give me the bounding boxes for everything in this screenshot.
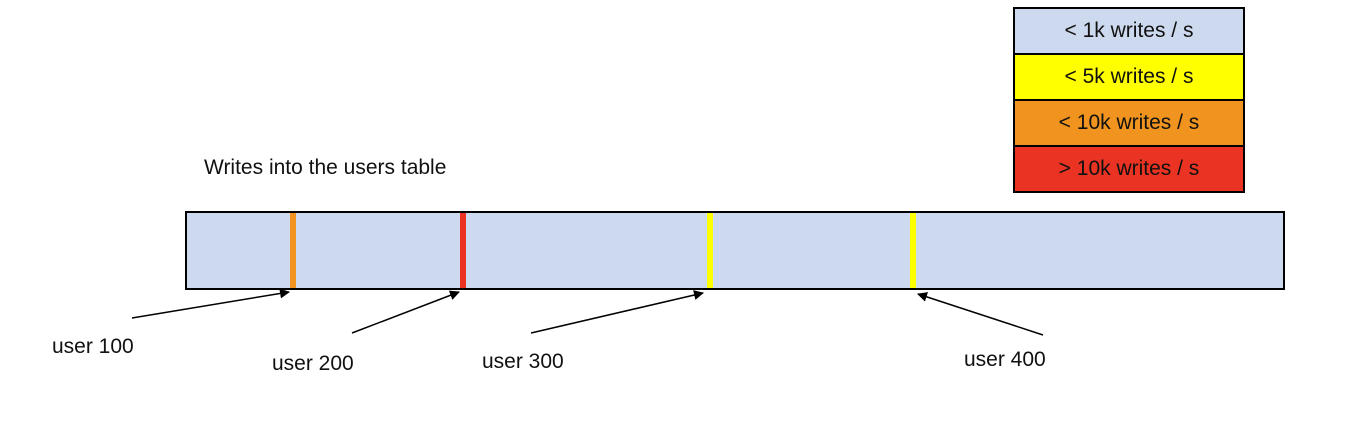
diagram-title: Writes into the users table — [204, 156, 447, 179]
label-user-400: user 400 — [964, 348, 1046, 371]
arrow-user-400 — [917, 292, 1044, 336]
arrow-user-100 — [131, 288, 290, 319]
legend-item-under-1k: < 1k writes / s — [1013, 7, 1245, 55]
legend: < 1k writes / s < 5k writes / s < 10k wr… — [1013, 7, 1245, 193]
legend-item-under-5k: < 5k writes / s — [1013, 53, 1245, 101]
arrow-user-300 — [530, 290, 704, 334]
hotspot-tick-user-100 — [290, 213, 296, 288]
label-user-200: user 200 — [272, 352, 354, 375]
users-table-bar — [185, 211, 1285, 290]
legend-item-over-10k: > 10k writes / s — [1013, 145, 1245, 193]
hotspot-tick-user-200 — [460, 213, 466, 288]
hotspot-tick-user-300 — [707, 213, 713, 288]
legend-item-under-10k: < 10k writes / s — [1013, 99, 1245, 147]
hotspot-tick-user-400 — [910, 213, 916, 288]
arrow-user-200 — [351, 290, 460, 334]
label-user-300: user 300 — [482, 350, 564, 373]
label-user-100: user 100 — [52, 335, 134, 358]
